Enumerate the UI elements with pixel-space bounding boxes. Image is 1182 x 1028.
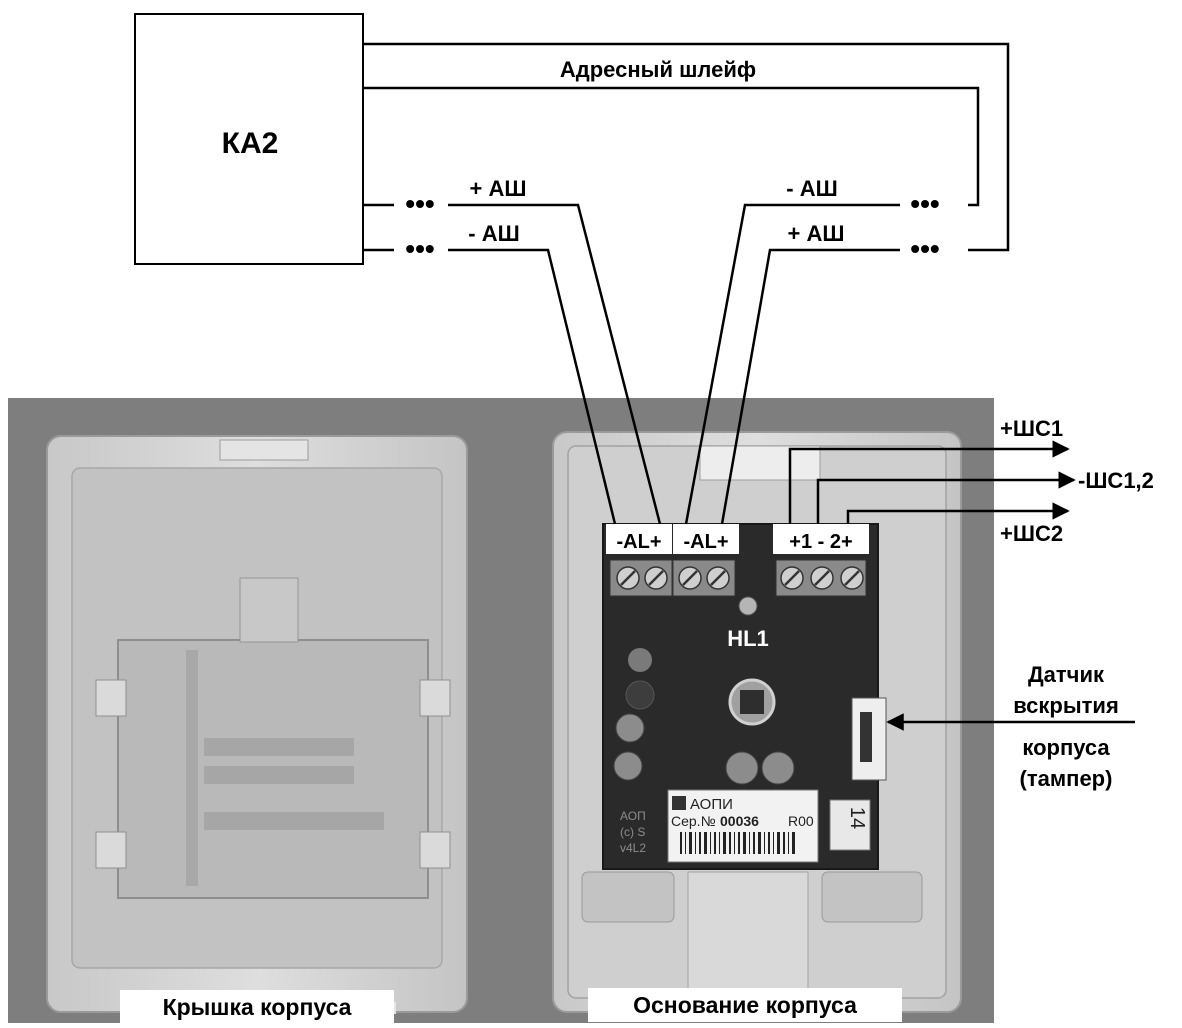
controller-label: КА2 xyxy=(222,127,279,160)
left-minus-label: - АШ xyxy=(468,221,519,246)
number-sticker xyxy=(829,799,871,851)
right-plus-label: + АШ xyxy=(788,221,845,246)
terminal-label-a: -AL+ xyxy=(617,531,662,553)
pcb-board xyxy=(602,523,887,870)
shs1-arrow xyxy=(788,440,1070,524)
tamper-line-3: корпуса xyxy=(1022,735,1110,760)
shs1-label: +ШС1 xyxy=(1000,416,1063,441)
shs2-arrow xyxy=(846,502,1070,524)
shs12-label: -ШС1,2 xyxy=(1078,468,1154,493)
terminal-label-a-bg xyxy=(606,524,672,554)
wire-left-plus xyxy=(448,203,662,525)
silk-text-3: v4L2 xyxy=(620,841,646,855)
number-label: 14 xyxy=(846,807,868,829)
wire-right-plus xyxy=(720,248,900,525)
terminal-label-b: -AL+ xyxy=(684,531,729,553)
caption-base: Основание корпуса xyxy=(633,992,857,1018)
loop-title: Адресный шлейф xyxy=(560,57,756,82)
case-cover xyxy=(46,435,468,1014)
wire-left-minus xyxy=(448,248,617,525)
terminal-label-c-bg xyxy=(773,524,869,554)
left-plus-label: + АШ xyxy=(470,176,527,201)
tamper-line-1: Датчик xyxy=(1028,662,1105,687)
screw-slots xyxy=(620,570,860,586)
left-dots-top: ••• xyxy=(405,188,434,219)
sticker-serial-prefix: Сер.№ xyxy=(671,813,716,829)
terminal-label-c: +1 - 2+ xyxy=(789,531,852,553)
led-hl1 xyxy=(738,596,758,616)
sticker-brand: АОПИ xyxy=(690,796,733,813)
loop-wire-outer xyxy=(363,42,1010,252)
controller-box xyxy=(134,13,364,265)
barcode xyxy=(680,832,795,854)
right-dots-top: ••• xyxy=(910,188,939,219)
sticker-revision: R00 xyxy=(788,813,814,829)
shs2-label: +ШС2 xyxy=(1000,521,1063,546)
terminal-label-b-bg xyxy=(673,524,739,554)
caption-cover-bg xyxy=(120,990,394,1024)
caption-cover: Крышка корпуса xyxy=(163,994,352,1020)
right-minus-label: - АШ xyxy=(786,176,837,201)
right-dots-bottom: ••• xyxy=(910,233,939,264)
tamper-line-2: вскрытия xyxy=(1013,693,1119,718)
left-dots-bottom: ••• xyxy=(405,233,434,264)
tamper-line-4: (тампер) xyxy=(1020,766,1113,791)
shs12-arrow xyxy=(816,471,1076,524)
silk-text-1: АОП xyxy=(620,809,646,823)
led-label: HL1 xyxy=(727,626,769,651)
loop-wire-inner xyxy=(363,86,980,207)
sticker-serial: 00036 xyxy=(720,813,759,829)
caption-base-bg xyxy=(588,988,902,1022)
wire-right-minus xyxy=(684,203,900,525)
silk-text-2: (c) S xyxy=(620,825,645,839)
